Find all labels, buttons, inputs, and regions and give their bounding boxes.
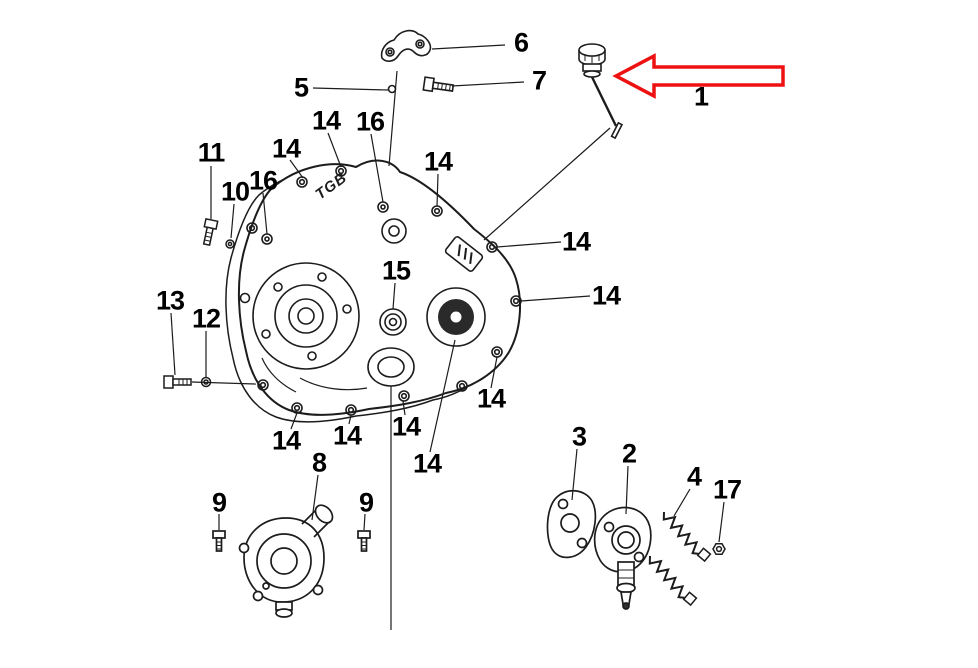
callout-2: 2: [621, 438, 637, 469]
callout-14-f: 14: [271, 425, 301, 456]
callout-14-e: 14: [591, 280, 621, 311]
callout-1: 1: [693, 81, 709, 112]
callout-4: 4: [686, 461, 702, 492]
top-bracket-drawing: [380, 29, 455, 94]
callout-14-c: 14: [423, 146, 453, 177]
thermostat-drawing: [546, 490, 652, 610]
callout-15: 15: [381, 255, 411, 286]
leader-lines: [170, 44, 725, 630]
crankcase-cover-drawing: TGB: [237, 159, 522, 416]
callout-6: 6: [513, 27, 529, 58]
callout-5: 5: [293, 72, 309, 103]
callout-14-j: 14: [412, 448, 442, 479]
water-pump-drawing: [212, 504, 371, 618]
callout-14-h: 14: [391, 411, 421, 442]
callout-14-d: 14: [561, 226, 591, 257]
callout-8: 8: [311, 447, 327, 478]
callout-7: 7: [531, 65, 547, 96]
callout-9-b: 9: [358, 487, 374, 518]
callout-16-b: 16: [248, 165, 278, 196]
callout-14-g: 14: [332, 420, 362, 451]
callout-3: 3: [571, 421, 587, 452]
callout-10: 10: [220, 176, 250, 207]
dipstick-drawing: [578, 43, 624, 140]
callout-14-a: 14: [311, 105, 341, 136]
callout-9-a: 9: [211, 487, 227, 518]
highlight-arrow-icon: [612, 53, 785, 99]
callout-12: 12: [191, 303, 221, 334]
left-fasteners-drawing: [163, 217, 235, 389]
callout-13: 13: [155, 285, 185, 316]
callout-11: 11: [197, 137, 226, 168]
callout-16-a: 16: [355, 106, 385, 137]
callout-17: 17: [712, 474, 742, 505]
spring-bolts-drawing: [648, 511, 726, 607]
callout-14-i: 14: [476, 383, 506, 414]
callout-14-b: 14: [271, 133, 301, 164]
